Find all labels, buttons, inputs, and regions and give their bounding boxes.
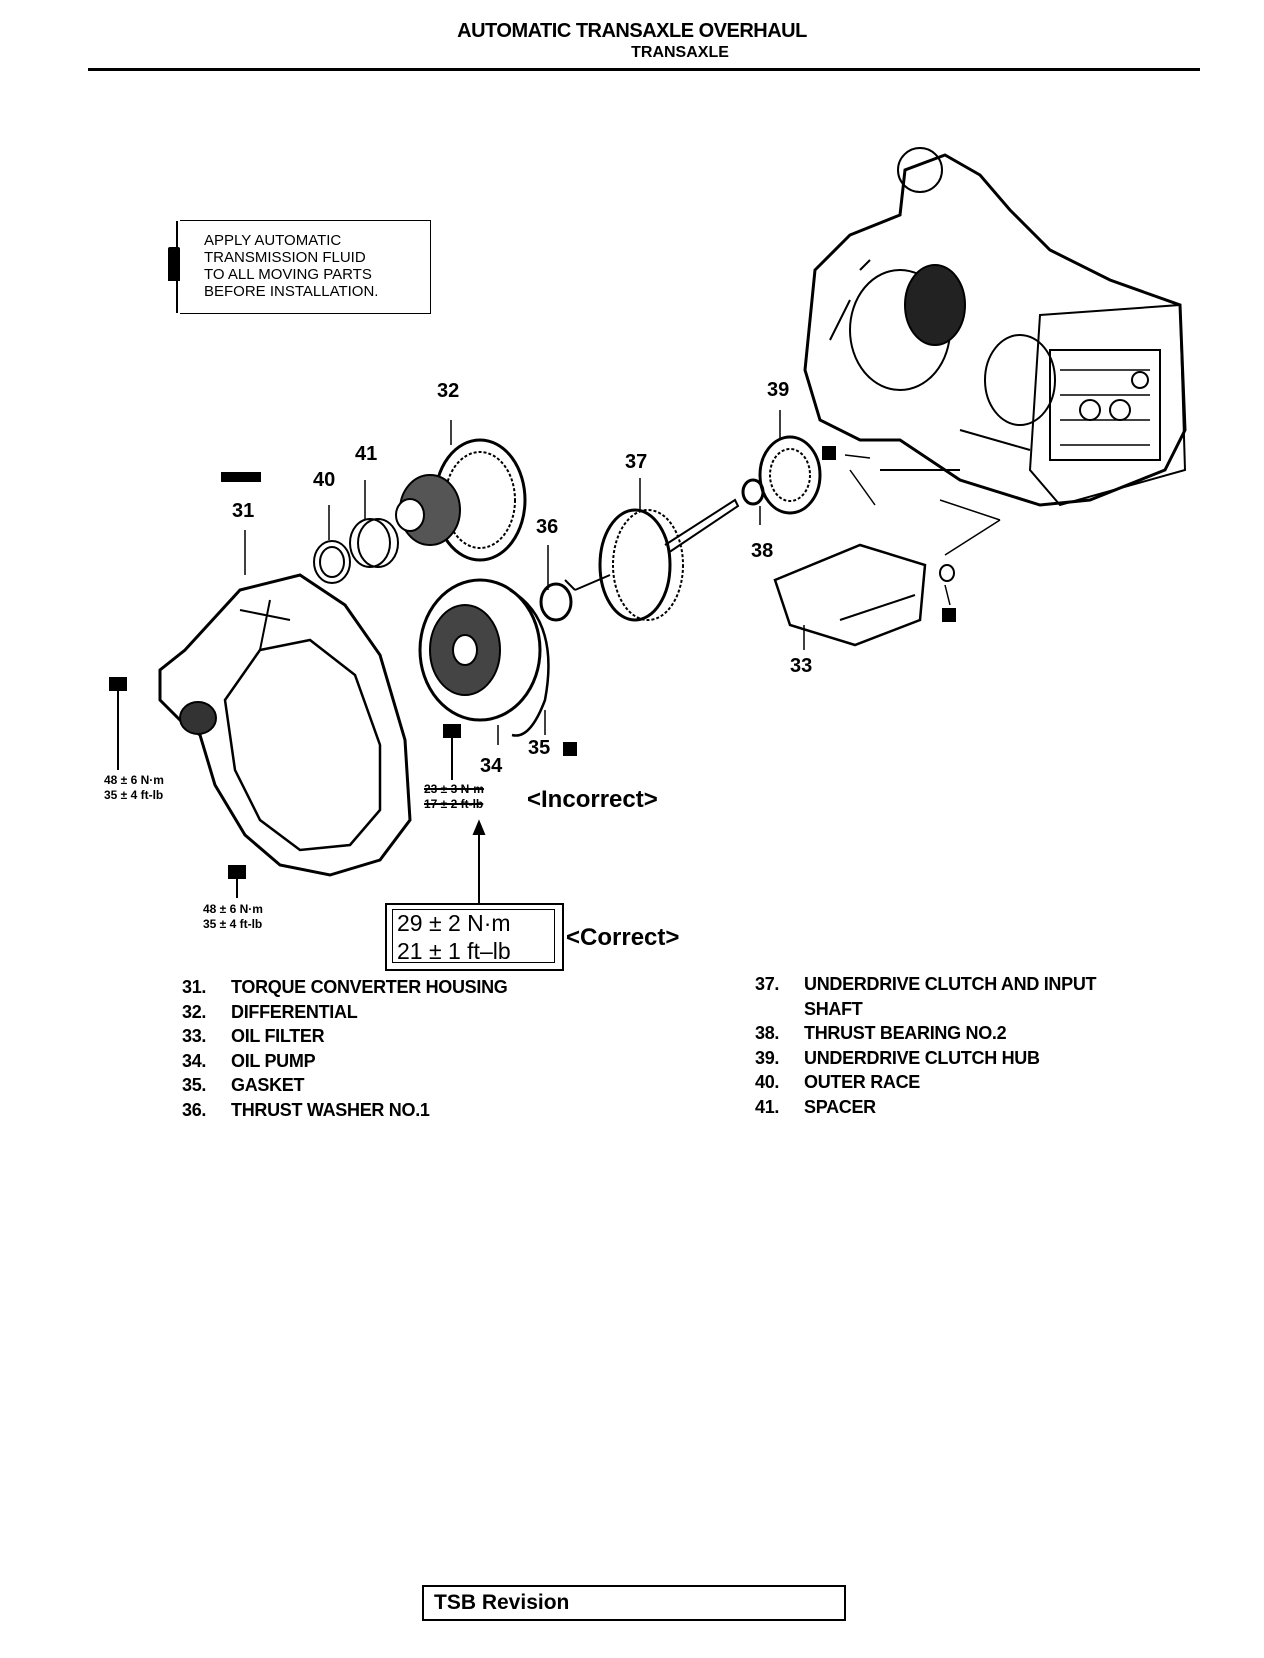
header-rule bbox=[88, 68, 1200, 71]
callout-40: 40 bbox=[313, 469, 336, 491]
legend-name: SHAFT bbox=[804, 998, 863, 1019]
callout-38: 38 bbox=[751, 540, 774, 562]
legend-item: 41. SPACER bbox=[755, 1097, 1096, 1122]
legend-name: UNDERDRIVE CLUTCH HUB bbox=[804, 1047, 1040, 1068]
legend-right: 37. UNDERDRIVE CLUTCH AND INPUT SHAFT 38.… bbox=[755, 974, 1097, 1122]
legend-name: GASKET bbox=[231, 1075, 305, 1096]
legend-num: 41. bbox=[755, 1096, 780, 1117]
note-line: BEFORE INSTALLATION. bbox=[204, 283, 379, 300]
callout-34: 34 bbox=[480, 755, 503, 777]
legend-num: 33. bbox=[182, 1026, 207, 1047]
legend-num: 35. bbox=[182, 1075, 207, 1096]
callout-35: 35 bbox=[528, 737, 551, 759]
callout-41: 41 bbox=[355, 443, 378, 465]
incorrect-ftlb: 17 ± 2 ft-lb bbox=[424, 797, 484, 811]
torque-nm: 48 ± 6 N·m bbox=[203, 902, 263, 916]
legend-name: OUTER RACE bbox=[804, 1072, 921, 1093]
legend-name: OIL FILTER bbox=[231, 1026, 325, 1047]
legend-name: DIFFERENTIAL bbox=[231, 1001, 358, 1022]
correct-nm: 29 ± 2 N·m bbox=[397, 910, 511, 936]
callout-33: 33 bbox=[790, 655, 813, 677]
spacer bbox=[349, 518, 399, 568]
callout-32: 32 bbox=[437, 380, 460, 402]
torque-ftlb: 35 ± 4 ft-lb bbox=[104, 788, 164, 802]
legend-item: 34. OIL PUMP bbox=[182, 1051, 508, 1076]
underdrive-clutch-input-shaft bbox=[564, 498, 740, 622]
housing-bolt-lower bbox=[228, 865, 246, 898]
legend-num: 39. bbox=[755, 1047, 780, 1068]
tsb-revision-label: TSB Revision bbox=[434, 1591, 570, 1614]
legend-name: THRUST WASHER NO.1 bbox=[231, 1099, 430, 1120]
legend-num: 34. bbox=[182, 1050, 207, 1071]
legend-item: 37. UNDERDRIVE CLUTCH AND INPUT bbox=[755, 974, 1097, 999]
legend-item: 39. UNDERDRIVE CLUTCH HUB bbox=[755, 1048, 1096, 1073]
housing-bolt-left bbox=[109, 677, 127, 770]
callout-39: 39 bbox=[767, 379, 790, 401]
correction-arrow bbox=[472, 819, 486, 903]
legend-item: 31. TORQUE CONVERTER HOUSING bbox=[182, 977, 508, 1002]
legend-name: UNDERDRIVE CLUTCH AND INPUT bbox=[804, 974, 1097, 994]
oil-filter bbox=[773, 543, 955, 647]
torque-converter-housing bbox=[158, 573, 412, 877]
legend-num: 32. bbox=[182, 1001, 207, 1022]
torque-ftlb: 35 ± 4 ft-lb bbox=[203, 917, 263, 931]
legend-item: 40. OUTER RACE bbox=[755, 1072, 1096, 1097]
new-part-mark-icons bbox=[563, 446, 956, 756]
gasket bbox=[509, 588, 550, 737]
legend-name: SPACER bbox=[804, 1096, 876, 1117]
legend-item: SHAFT bbox=[755, 999, 1096, 1024]
oil-pump bbox=[418, 578, 542, 722]
legend-item: 32. DIFFERENTIAL bbox=[182, 1002, 508, 1027]
legend-item: 35. GASKET bbox=[182, 1075, 508, 1100]
callout-37: 37 bbox=[625, 451, 648, 473]
page-title: AUTOMATIC TRANSAXLE OVERHAUL bbox=[457, 20, 807, 42]
correct-torque-inner-box bbox=[392, 909, 555, 963]
legend-num: 37. bbox=[755, 974, 780, 994]
callout-36: 36 bbox=[536, 516, 559, 538]
leader-lines bbox=[244, 410, 1001, 745]
atf-note-box: APPLY AUTOMATIC TRANSMISSION FLUID TO AL… bbox=[168, 220, 431, 314]
correct-label: <Correct> bbox=[566, 924, 680, 951]
part-31-bolt bbox=[221, 472, 261, 482]
correct-ftlb: 21 ± 1 ft–lb bbox=[397, 938, 511, 964]
outer-race bbox=[313, 540, 351, 584]
torque-lower-bolt: 48 ± 6 N·m 35 ± 4 ft-lb bbox=[203, 902, 263, 932]
note-line: TO ALL MOVING PARTS bbox=[204, 266, 372, 283]
tsb-revision-box: TSB Revision bbox=[422, 1585, 846, 1621]
torque-incorrect-values: 23 ± 3 N·m 17 ± 2 ft-lb bbox=[424, 782, 484, 812]
callout-31: 31 bbox=[232, 500, 255, 522]
legend-name: TORQUE CONVERTER HOUSING bbox=[231, 977, 508, 997]
torque-left-bolt: 48 ± 6 N·m 35 ± 4 ft-lb bbox=[104, 773, 164, 803]
legend-name: THRUST BEARING NO.2 bbox=[804, 1023, 1007, 1044]
underdrive-clutch-hub bbox=[758, 435, 822, 515]
incorrect-label: <Incorrect> bbox=[527, 786, 658, 813]
fluid-can-icon bbox=[168, 247, 180, 281]
pump-bolt bbox=[443, 724, 461, 780]
thrust-washer bbox=[539, 582, 573, 622]
page-subtitle: TRANSAXLE bbox=[631, 44, 729, 61]
note-text: APPLY AUTOMATIC TRANSMISSION FLUID TO AL… bbox=[204, 232, 378, 300]
incorrect-nm: 23 ± 3 N·m bbox=[424, 782, 484, 796]
legend-num: 36. bbox=[182, 1099, 207, 1120]
note-line: APPLY AUTOMATIC bbox=[204, 232, 342, 249]
correct-torque-box: 29 ± 2 N·m 21 ± 1 ft–lb bbox=[385, 903, 564, 971]
legend-item: 36. THRUST WASHER NO.1 bbox=[182, 1100, 508, 1125]
legend-left: 31. TORQUE CONVERTER HOUSING 32. DIFFERENT… bbox=[182, 977, 508, 1125]
legend-name: OIL PUMP bbox=[231, 1050, 316, 1071]
transaxle-case bbox=[803, 147, 1187, 507]
note-line: TRANSMISSION FLUID bbox=[204, 249, 366, 266]
differential bbox=[395, 438, 527, 562]
legend-item: 33. OIL FILTER bbox=[182, 1026, 508, 1051]
legend-num: 38. bbox=[755, 1023, 780, 1044]
legend-num: 40. bbox=[755, 1072, 780, 1093]
torque-nm: 48 ± 6 N·m bbox=[104, 773, 164, 787]
legend-item: 38. THRUST BEARING NO.2 bbox=[755, 1023, 1096, 1048]
legend-num: 31. bbox=[182, 977, 207, 997]
